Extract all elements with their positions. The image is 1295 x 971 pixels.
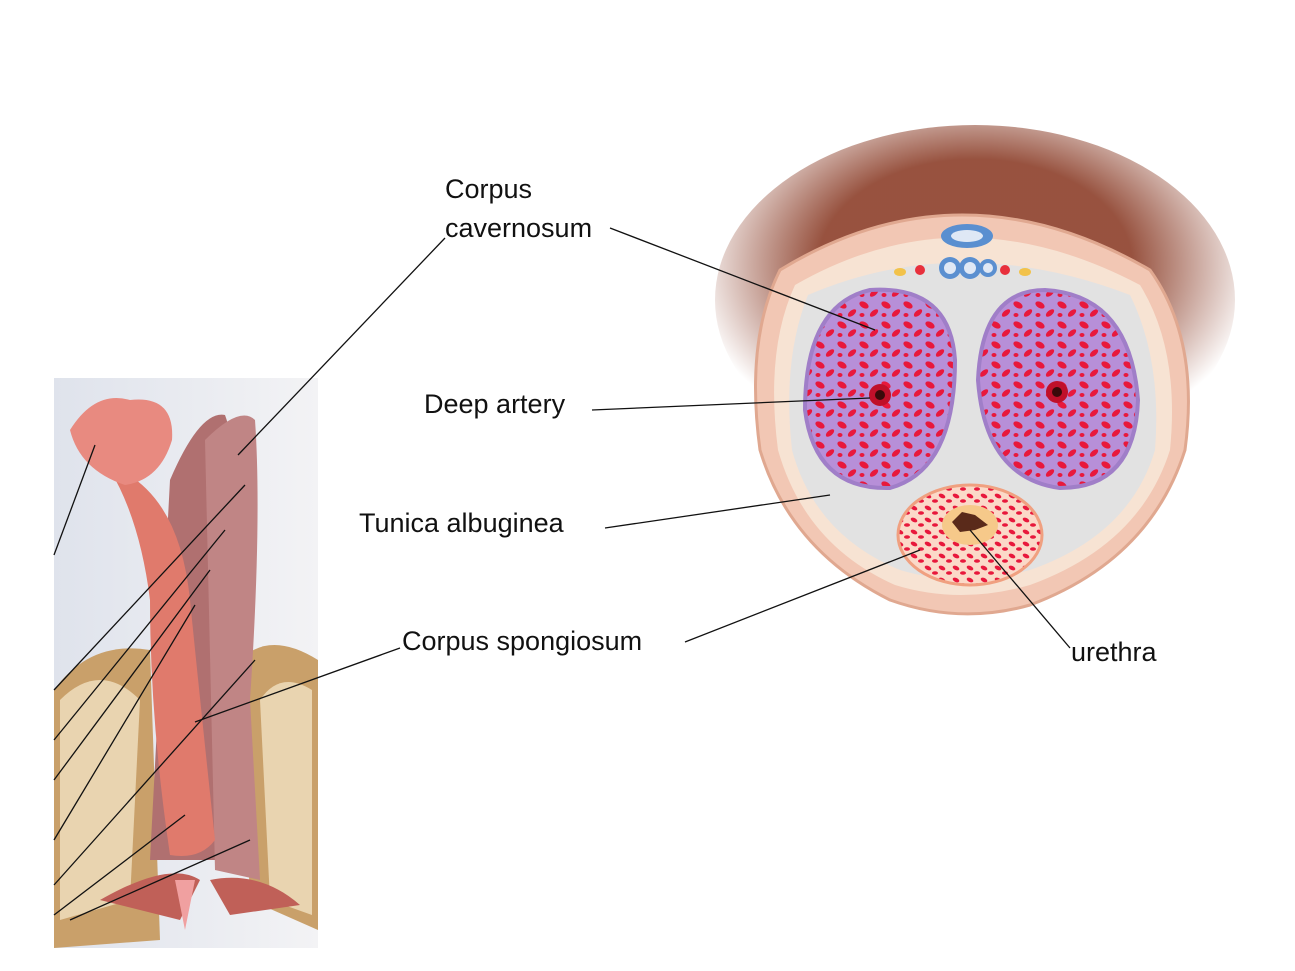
label-corpus-spongiosum: Corpus spongiosum: [402, 626, 643, 656]
label-deep-artery: Deep artery: [424, 389, 566, 419]
label-corpus-cavernosum-line1: Corpus: [445, 174, 533, 204]
longitudinal-illustration: [54, 378, 318, 948]
label-corpus-cavernosum-line2: cavernosum: [445, 213, 593, 244]
label-urethra: urethra: [1071, 637, 1157, 667]
label-corpus-cavernosum: Corpus cavernosum: [445, 170, 592, 248]
label-tunica-albuginea: Tunica albuginea: [359, 508, 564, 538]
leader-lines: [53, 227, 1071, 921]
cross-section: [715, 125, 1235, 616]
